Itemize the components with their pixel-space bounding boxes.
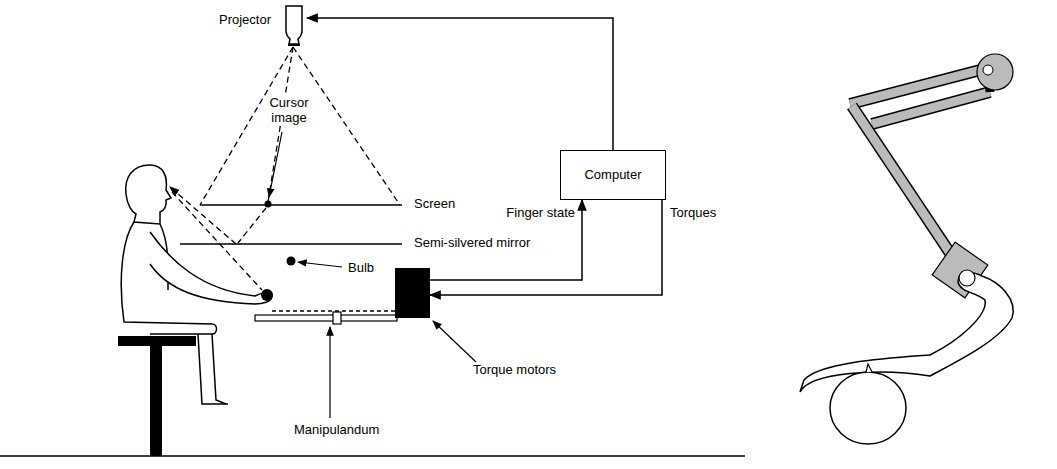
bulb-symbol <box>287 257 296 266</box>
rod-joint <box>333 312 341 324</box>
manipulandum-rod <box>255 315 397 321</box>
callout-label: Cursor image <box>264 96 314 126</box>
screen-line <box>200 204 402 206</box>
projector-icon: Projector <box>283 4 305 47</box>
top-view-figure <box>800 54 1013 444</box>
mirror-line <box>180 243 402 245</box>
part-name: Screen <box>412 197 457 212</box>
leader-lines <box>269 132 476 418</box>
part-name: Bulb <box>346 261 376 276</box>
part-name: Semi-silvered mirror <box>412 236 532 251</box>
torque-motor-block: Torque motors <box>395 268 430 318</box>
signal-label: Finger state <box>504 206 577 221</box>
computer-box: Computer <box>560 150 666 200</box>
floor-line <box>0 455 745 457</box>
signal-label: Torques <box>668 206 718 221</box>
projector-outline <box>283 4 305 47</box>
stool <box>118 336 196 456</box>
seated-person <box>121 165 272 404</box>
part-name: Projector <box>219 13 271 28</box>
box-label: Computer <box>584 168 641 183</box>
part-name: Torque motors <box>473 363 556 378</box>
signal-arrow <box>307 18 613 150</box>
part-name: Manipulandum <box>292 423 381 438</box>
projection-rays <box>170 47 400 290</box>
finger-marker <box>261 289 273 301</box>
cursor-dot <box>265 201 272 208</box>
